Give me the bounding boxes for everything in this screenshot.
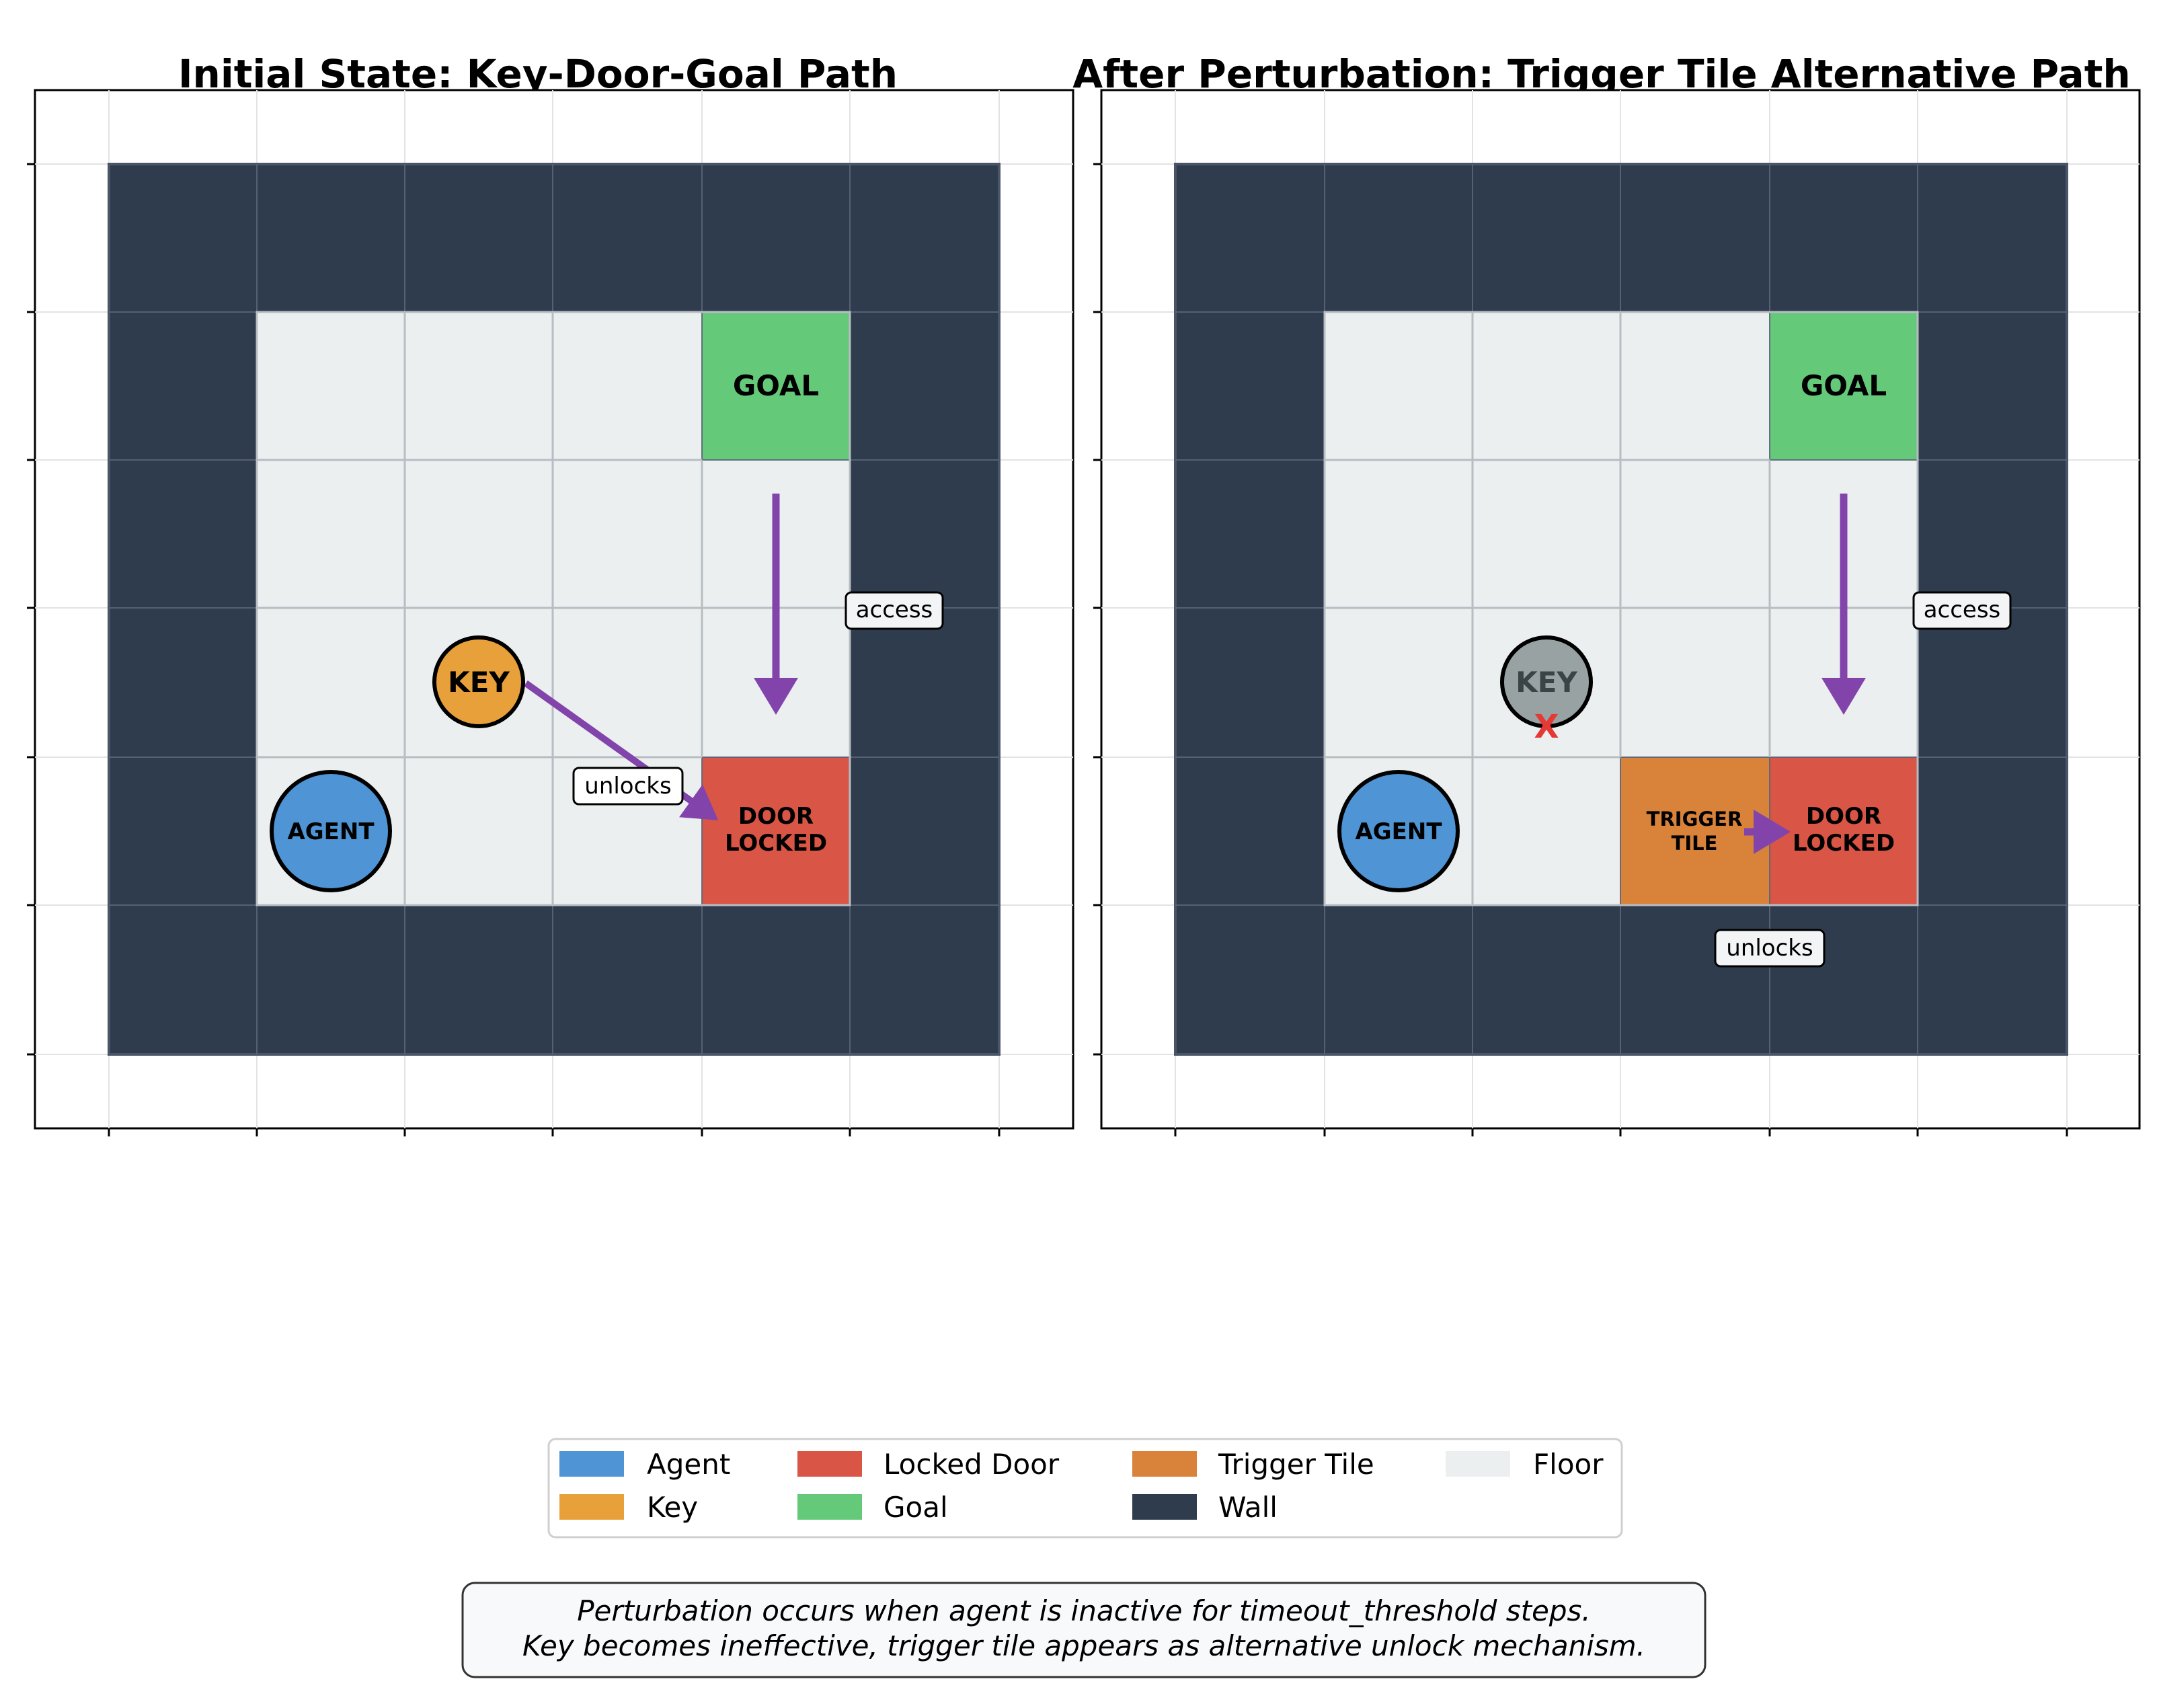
key-label: KEY [448,666,510,699]
unlocks-callout-box [1714,929,1826,968]
axis-ticks [27,163,1001,1136]
legend-item-locked-door: Locked Door [797,1448,1060,1481]
trigger-label-line2: TILE [1672,832,1718,855]
goal-tile [702,312,850,460]
note-frame [461,1582,1707,1678]
legend-label: Locked Door [884,1448,1060,1481]
legend-swatch [1132,1451,1197,1477]
access-callout-box [1912,591,2012,630]
perturbation-note: Perturbation occurs when agent is inacti… [461,1582,1707,1678]
unlocks-callout: unlocks [1726,935,1813,962]
floor-grid [1323,311,1919,906]
agent-token [270,770,392,892]
agent-label: AGENT [287,818,375,845]
agent-label: AGENT [1355,818,1442,845]
door-label-line2: LOCKED [1793,830,1895,857]
legend-swatch [1132,1494,1197,1520]
note-line-2: Key becomes ineffective, trigger tile ap… [522,1629,1645,1662]
legend-label: Agent [647,1448,730,1481]
locked-door-tile [702,757,850,905]
door-label-line1: DOOR [738,803,814,830]
legend-swatch [797,1451,862,1477]
access-callout: access [856,596,933,623]
access-callout: access [1924,596,2001,623]
panel-after-perturbation: After Perturbation: Trigger Tile Alterna… [1072,51,2141,1136]
legend-item-floor: Floor [1446,1448,1604,1481]
legend-item-key: Key [559,1491,698,1524]
key-token [432,635,525,728]
goal-label: GOAL [733,369,819,402]
axis-ticks [1093,163,2068,1136]
legend-swatch [1446,1451,1510,1477]
legend-item-goal: Goal [797,1491,948,1524]
legend-swatch [559,1451,624,1477]
door-label-line2: LOCKED [725,830,827,857]
legend-label: Wall [1218,1491,1278,1524]
legend-label: Key [647,1491,698,1524]
legend-item-wall: Wall [1132,1491,1278,1524]
unlocks-callout-box [572,767,684,806]
legend: Agent Key Locked Door Goal Trigger Tile … [547,1438,1623,1539]
legend-item-trigger-tile: Trigger Tile [1132,1448,1374,1481]
legend-swatch [559,1494,624,1520]
legend-label: Goal [884,1491,948,1524]
note-line-1: Perturbation occurs when agent is inacti… [577,1594,1591,1627]
key-token-disabled [1500,635,1593,728]
agent-token [1337,770,1460,892]
legend-item-agent: Agent [559,1448,730,1481]
access-callout-box [845,591,944,630]
legend-label: Floor [1533,1448,1604,1481]
locked-door-tile [1770,757,1918,905]
key-label: KEY [1516,666,1577,699]
goal-tile [1770,312,1918,460]
legend-label: Trigger Tile [1218,1448,1374,1481]
trigger-label-line1: TRIGGER [1647,808,1743,830]
key-disabled-cross: X [1534,708,1559,746]
goal-label: GOAL [1801,369,1887,402]
legend-swatch [797,1494,862,1520]
panel-initial-state: Initial State: Key-Door-Goal Path [27,51,1074,1136]
unlocks-callout: unlocks [584,773,671,800]
door-label-line1: DOOR [1806,803,1881,830]
